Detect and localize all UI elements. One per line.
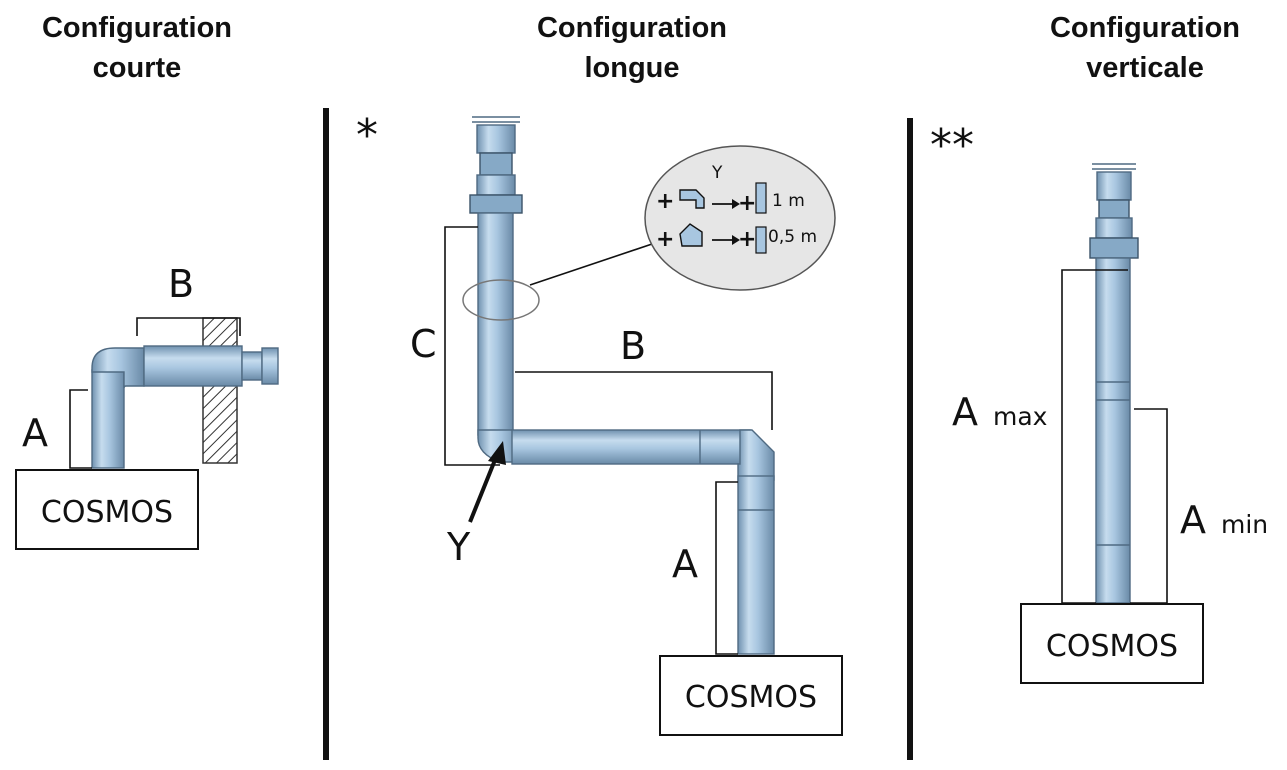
- longue-inset-plus-3: +: [656, 227, 674, 252]
- courte-cosmos-box: [15, 469, 199, 550]
- verticale-cosmos-box: [1020, 603, 1204, 684]
- longue-terminal-collar: [479, 152, 513, 176]
- longue-label-b: B: [620, 324, 646, 368]
- verticale-label-amin-a: A: [1180, 498, 1206, 542]
- courte-label-a: A: [22, 411, 48, 455]
- courte-horizontal-pipe: [143, 345, 243, 387]
- longue-arrow-y-head: [488, 441, 506, 465]
- longue-inset-plus-2: +: [738, 191, 756, 216]
- verticale-pipe: [1095, 257, 1131, 604]
- courte-dim-b: [136, 317, 241, 336]
- courte-dim-a: [69, 389, 92, 469]
- title-longue-line2: longue: [584, 52, 679, 84]
- longue-inset-plus-1: +: [656, 189, 674, 214]
- longue-inset-value-05m: 0,5 m: [768, 227, 817, 247]
- longue-descending-pipe: [737, 475, 775, 655]
- longue-terminal-body: [476, 174, 516, 196]
- longue-inset-elbow-45-icon: [679, 223, 703, 247]
- title-verticale-line1: Configuration: [1050, 12, 1240, 44]
- title-courte-line2: courte: [93, 52, 182, 84]
- longue-label-y: Y: [446, 525, 471, 569]
- longue-inset-arrowhead-1: [732, 199, 740, 209]
- title-longue-line1: Configuration: [537, 12, 727, 44]
- longue-cosmos-label: COSMOS: [685, 680, 817, 715]
- marker-verticale: **: [930, 120, 974, 171]
- verticale-label-amin-sub: min: [1221, 510, 1268, 539]
- longue-inset-value-1m: 1 m: [772, 191, 805, 211]
- courte-diagram: A B COSMOS: [15, 262, 279, 550]
- longue-inset-plus-4: +: [738, 227, 756, 252]
- longue-vertical-pipe: [477, 212, 514, 436]
- verticale-terminal-collar: [1098, 199, 1130, 219]
- longue-horizontal-pipe: [511, 429, 751, 465]
- longue-dim-c: [444, 226, 500, 466]
- longue-dim-a: [715, 481, 738, 655]
- longue-roof-flange: [469, 194, 523, 214]
- courte-terminal-cap: [261, 347, 279, 385]
- verticale-diagram: A max A min COSMOS: [952, 163, 1268, 684]
- longue-arrow-y-shaft: [468, 454, 499, 523]
- title-verticale-line2: verticale: [1086, 52, 1204, 84]
- longue-label-a: A: [672, 542, 698, 586]
- longue-diagram: C B A Y Y + + 1 m + + 0,5 m COSMOS: [410, 116, 843, 736]
- courte-wall: [202, 317, 238, 464]
- verticale-terminal-body: [1095, 217, 1133, 239]
- longue-elbow-right: [737, 429, 775, 481]
- courte-terminal: [241, 351, 263, 381]
- longue-inset-arrowhead-2: [732, 235, 740, 245]
- longue-inset-pipe-05m-icon: [755, 226, 767, 254]
- longue-callout-ring: [462, 279, 540, 321]
- longue-inset-title: Y: [711, 163, 723, 183]
- longue-inset-circle: [644, 145, 836, 291]
- verticale-dim-amin: [1130, 408, 1168, 604]
- verticale-label-amax-sub: max: [993, 402, 1047, 431]
- verticale-cosmos-label: COSMOS: [1046, 629, 1178, 664]
- courte-cosmos-label: COSMOS: [41, 495, 173, 530]
- longue-label-c: C: [410, 322, 437, 366]
- marker-longue: *: [356, 110, 378, 161]
- verticale-terminal-head: [1096, 171, 1132, 201]
- longue-inset-pipe-1m-icon: [755, 182, 767, 214]
- longue-cosmos-box: [659, 655, 843, 736]
- longue-terminal-head: [476, 124, 516, 154]
- courte-label-b: B: [168, 262, 194, 306]
- longue-inset-elbow-90-icon: [679, 189, 705, 209]
- longue-dim-b: [515, 371, 773, 430]
- verticale-roof-flange: [1089, 237, 1139, 259]
- title-courte-line1: Configuration: [42, 12, 232, 44]
- courte-vertical-pipe: [91, 369, 125, 469]
- verticale-label-amax-a: A: [952, 390, 978, 434]
- longue-callout-leader: [529, 242, 656, 286]
